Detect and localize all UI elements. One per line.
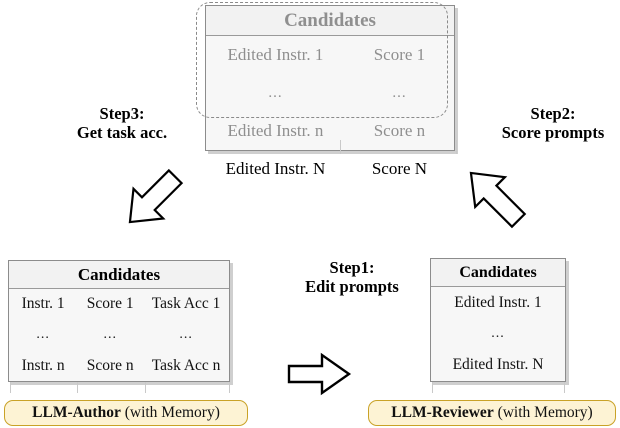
step1-text: Edit prompts xyxy=(305,277,399,296)
table-row: Edited Instr. 1 Score 1 xyxy=(206,36,454,74)
table-row: ... ... xyxy=(206,74,454,112)
right-candidates-table: Candidates Edited Instr. 1 ... Edited In… xyxy=(430,258,566,382)
left-table-column-divider xyxy=(10,382,11,393)
table-row: Edited Instr. N xyxy=(431,350,565,381)
cell-instruction: ... xyxy=(491,325,505,341)
step3-number: Step3: xyxy=(99,104,145,123)
table-row: Instr. 1 Score 1 Task Acc 1 xyxy=(9,289,229,320)
cell-score: ... xyxy=(392,84,407,101)
table-row: ... xyxy=(431,318,565,349)
cell-instruction: ... xyxy=(268,84,283,101)
badge-reviewer-suffix: (with Memory) xyxy=(493,404,593,421)
step2-label: Step2: Score prompts xyxy=(490,104,616,142)
cell-score: Score 1 xyxy=(373,45,426,64)
arrow-up-left-icon xyxy=(469,171,527,229)
badge-author-suffix: (with Memory) xyxy=(120,404,220,421)
step2-text: Score prompts xyxy=(501,123,605,142)
left-table-column-divider xyxy=(145,382,146,393)
arrow-down-left-icon xyxy=(128,168,184,224)
right-table-body: Edited Instr. 1 ... Edited Instr. N xyxy=(431,287,565,381)
badge-llm-reviewer: LLM-Reviewer (with Memory) xyxy=(368,400,616,426)
cell-instruction: Edited Instr. 1 xyxy=(454,293,542,311)
top-table-body: Edited Instr. 1 Score 1 ... ... Edited I… xyxy=(206,36,454,188)
cell-instruction: Edited Instr. N xyxy=(452,356,544,374)
step1-number: Step1: xyxy=(329,258,375,277)
step2-number: Step2: xyxy=(530,104,576,123)
step3-label: Step3: Get task acc. xyxy=(52,104,192,142)
cell-instruction: Edited Instr. n xyxy=(227,121,324,140)
table-row: Edited Instr. 1 xyxy=(431,287,565,318)
right-table-header: Candidates xyxy=(431,259,565,287)
table-row: Edited Instr. n Score n xyxy=(206,112,454,150)
left-table-column-divider xyxy=(229,382,230,393)
cell-score: Score n xyxy=(86,356,134,374)
top-candidates-table: Candidates Edited Instr. 1 Score 1 ... .… xyxy=(205,5,455,178)
table-row: ... ... ... xyxy=(9,320,229,351)
cell-instruction: Edited Instr. 1 xyxy=(227,45,324,64)
table-row-highlighted: Edited Instr. N Score N xyxy=(206,150,454,188)
cell-task-acc: ... xyxy=(179,326,193,342)
left-table-body: Instr. 1 Score 1 Task Acc 1 ... ... ... … xyxy=(9,289,229,381)
cell-instruction: ... xyxy=(36,326,50,342)
cell-instruction: Instr. 1 xyxy=(21,295,65,313)
cell-score: Score N xyxy=(371,159,428,178)
arrow-right-icon xyxy=(287,352,352,396)
top-table-header: Candidates xyxy=(206,6,454,36)
top-table-column-divider xyxy=(456,140,457,154)
step3-text: Get task acc. xyxy=(76,123,168,142)
right-table-column-divider xyxy=(564,382,565,393)
left-candidates-table: Candidates Instr. 1 Score 1 Task Acc 1 .… xyxy=(8,260,230,382)
left-table-header: Candidates xyxy=(9,261,229,289)
top-table-column-divider xyxy=(340,140,341,154)
badge-author-name: LLM-Author xyxy=(32,404,121,421)
right-table-column-divider xyxy=(432,382,433,393)
cell-task-acc: Task Acc n xyxy=(151,356,221,374)
badge-llm-author: LLM-Author (with Memory) xyxy=(4,400,248,426)
cell-score: Score 1 xyxy=(86,295,134,313)
cell-instruction: Instr. n xyxy=(21,356,65,374)
left-table-column-divider xyxy=(77,382,78,393)
cell-score: ... xyxy=(103,326,117,342)
cell-instruction: Edited Instr. N xyxy=(225,159,326,178)
cell-score: Score n xyxy=(373,121,426,140)
cell-task-acc: Task Acc 1 xyxy=(151,295,221,313)
badge-reviewer-name: LLM-Reviewer xyxy=(391,404,494,421)
step1-label: Step1: Edit prompts xyxy=(282,258,422,296)
table-row: Instr. n Score n Task Acc n xyxy=(9,350,229,381)
